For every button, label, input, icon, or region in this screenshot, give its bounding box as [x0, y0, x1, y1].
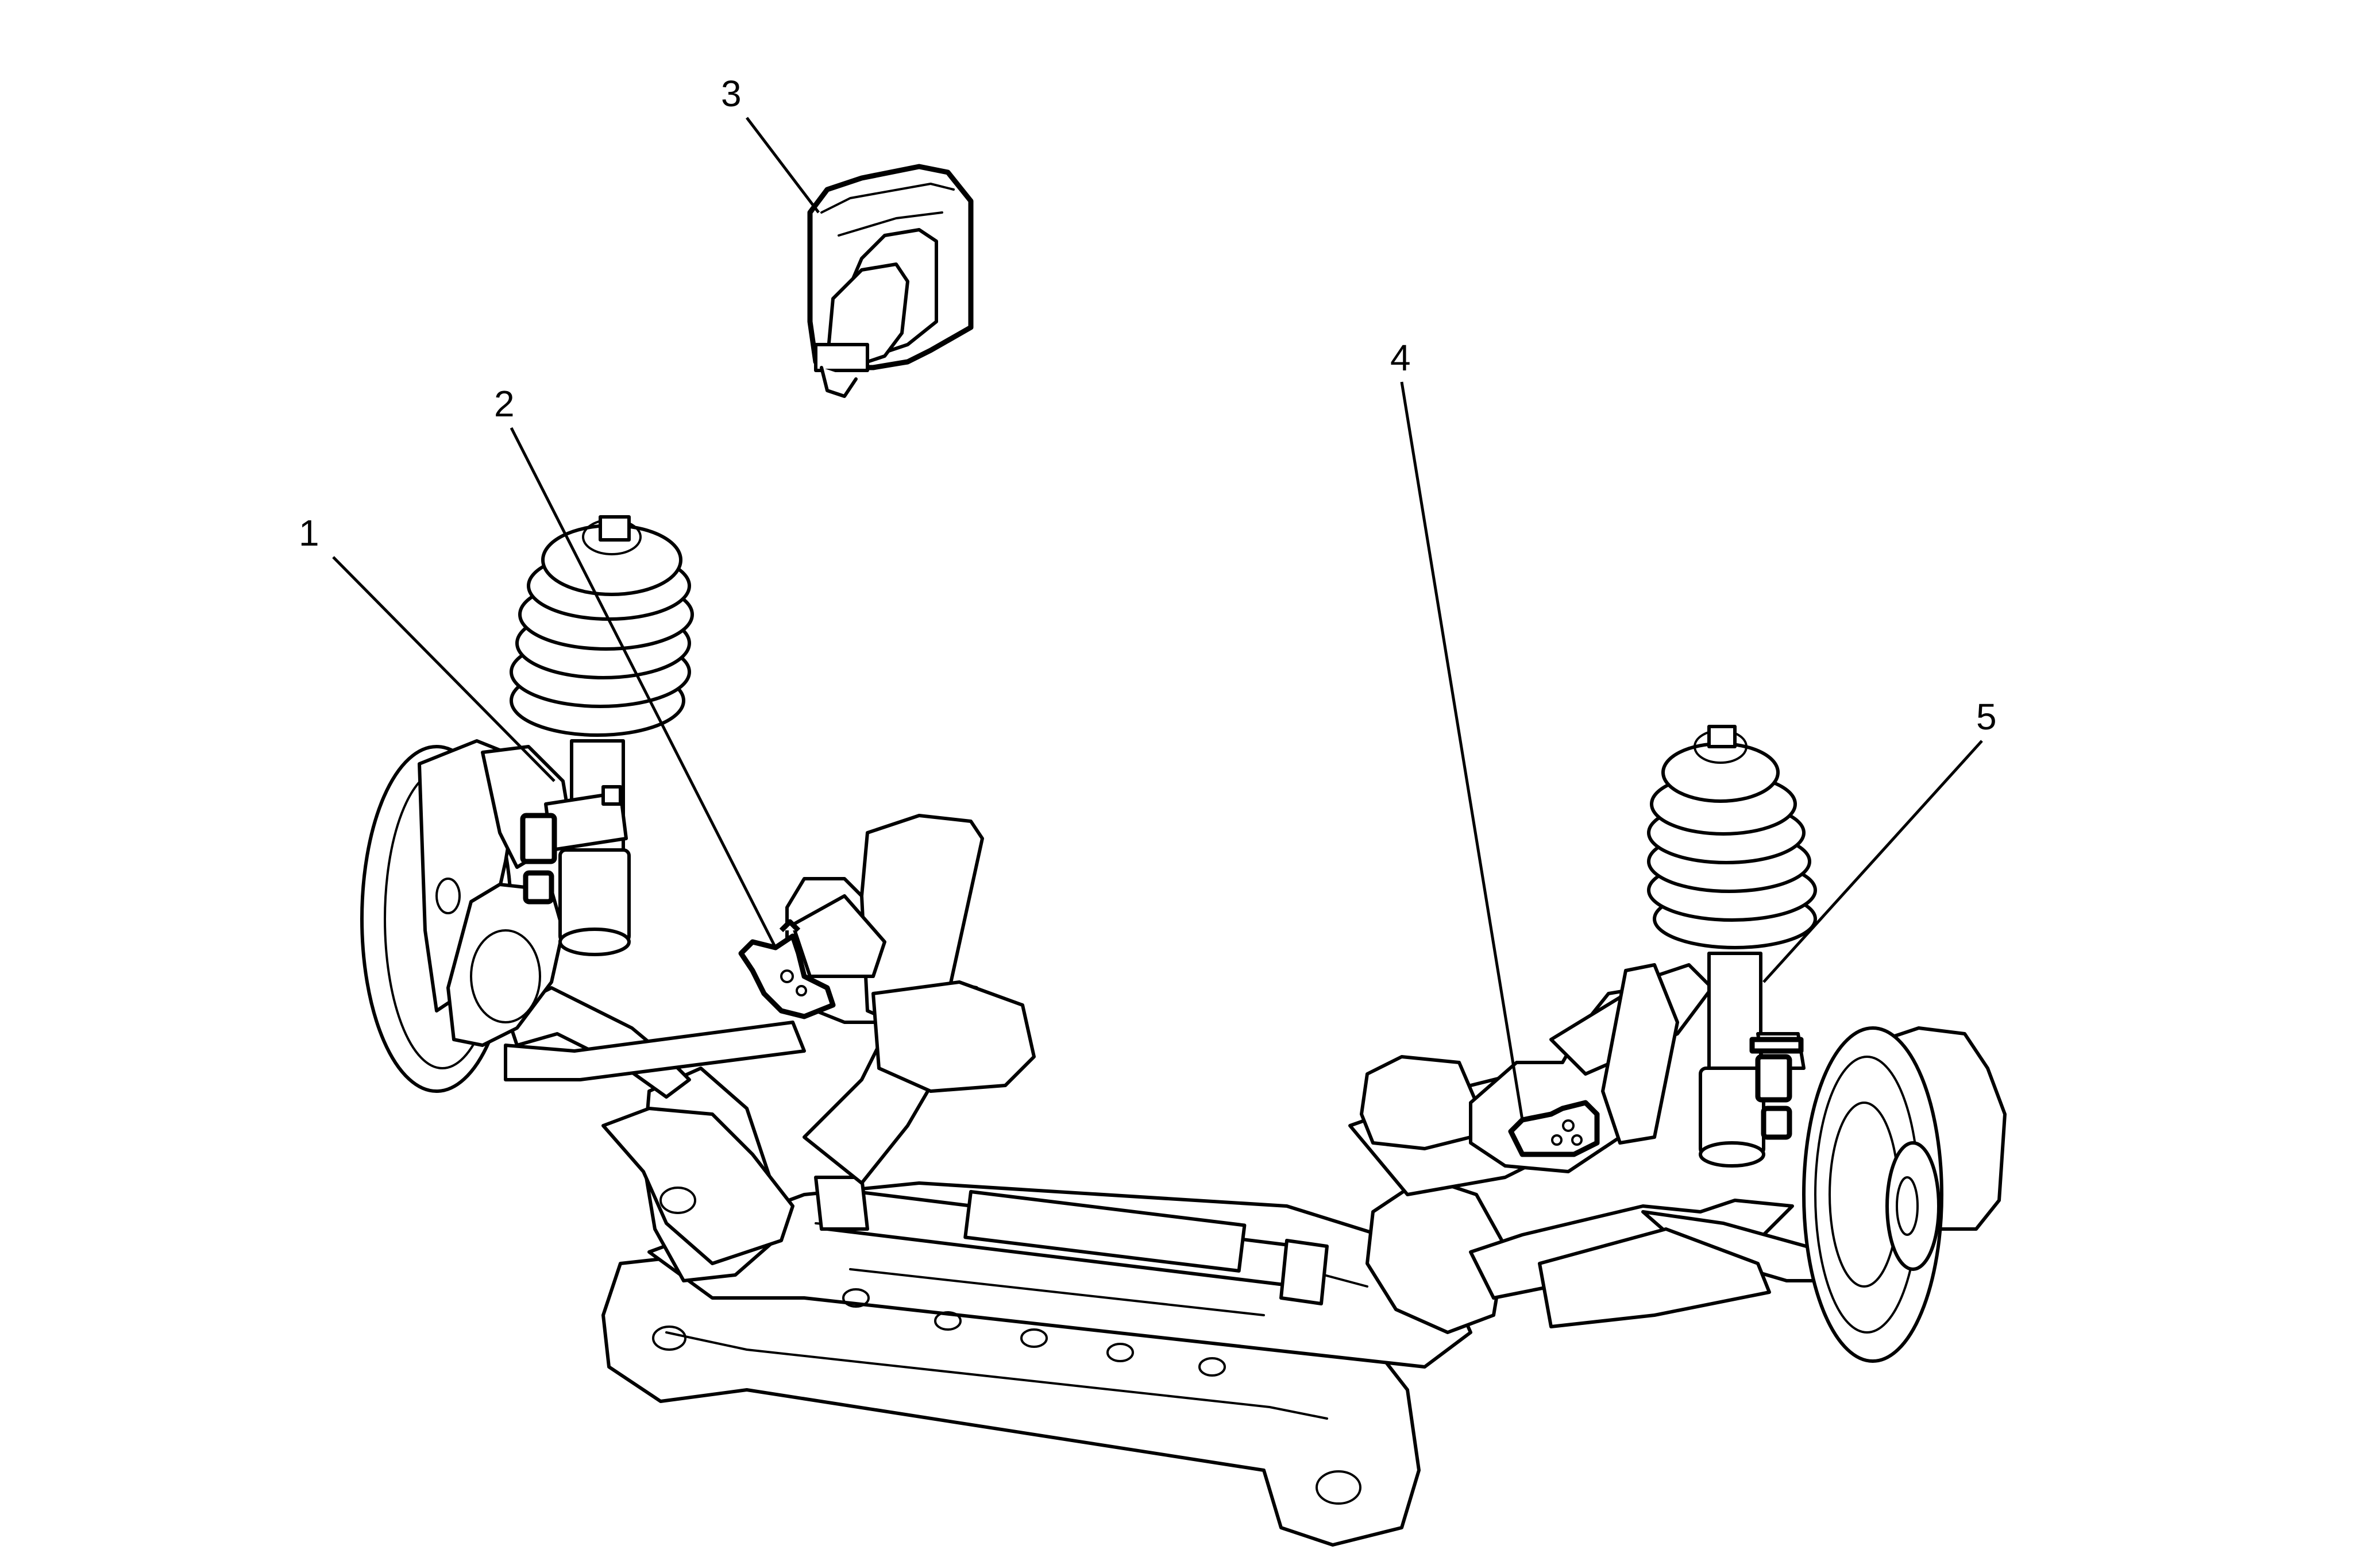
leader-line-4	[1400, 381, 1524, 1120]
leader-line-1	[332, 556, 556, 782]
right-hub-and-rotor	[1802, 1026, 2007, 1363]
electronic-suspension-control-module	[807, 164, 974, 398]
left-lower-control-arm	[504, 986, 806, 1265]
right-position-sensor	[1749, 1037, 1804, 1140]
callout-5: 5	[1976, 696, 1997, 737]
right-vertical-acceleration-sensor	[1508, 1100, 1600, 1157]
callout-2: 2	[494, 383, 515, 424]
leader-line-3	[746, 117, 820, 214]
callout-4: 4	[1390, 337, 1411, 378]
callout-1: 1	[299, 512, 319, 554]
callout-labels: 1 2 3 4 5	[299, 73, 1997, 737]
callout-3: 3	[721, 73, 742, 114]
right-strut-assembly	[1647, 725, 1817, 1168]
left-position-sensor	[520, 813, 557, 905]
leader-line-5	[1762, 740, 1983, 983]
leader-lines	[332, 117, 1983, 1120]
left-mount-bracket	[785, 814, 1036, 1093]
left-hub-and-rotor	[360, 739, 570, 1093]
leader-line-2	[510, 427, 777, 949]
right-lower-control-arm	[1469, 1199, 1863, 1328]
